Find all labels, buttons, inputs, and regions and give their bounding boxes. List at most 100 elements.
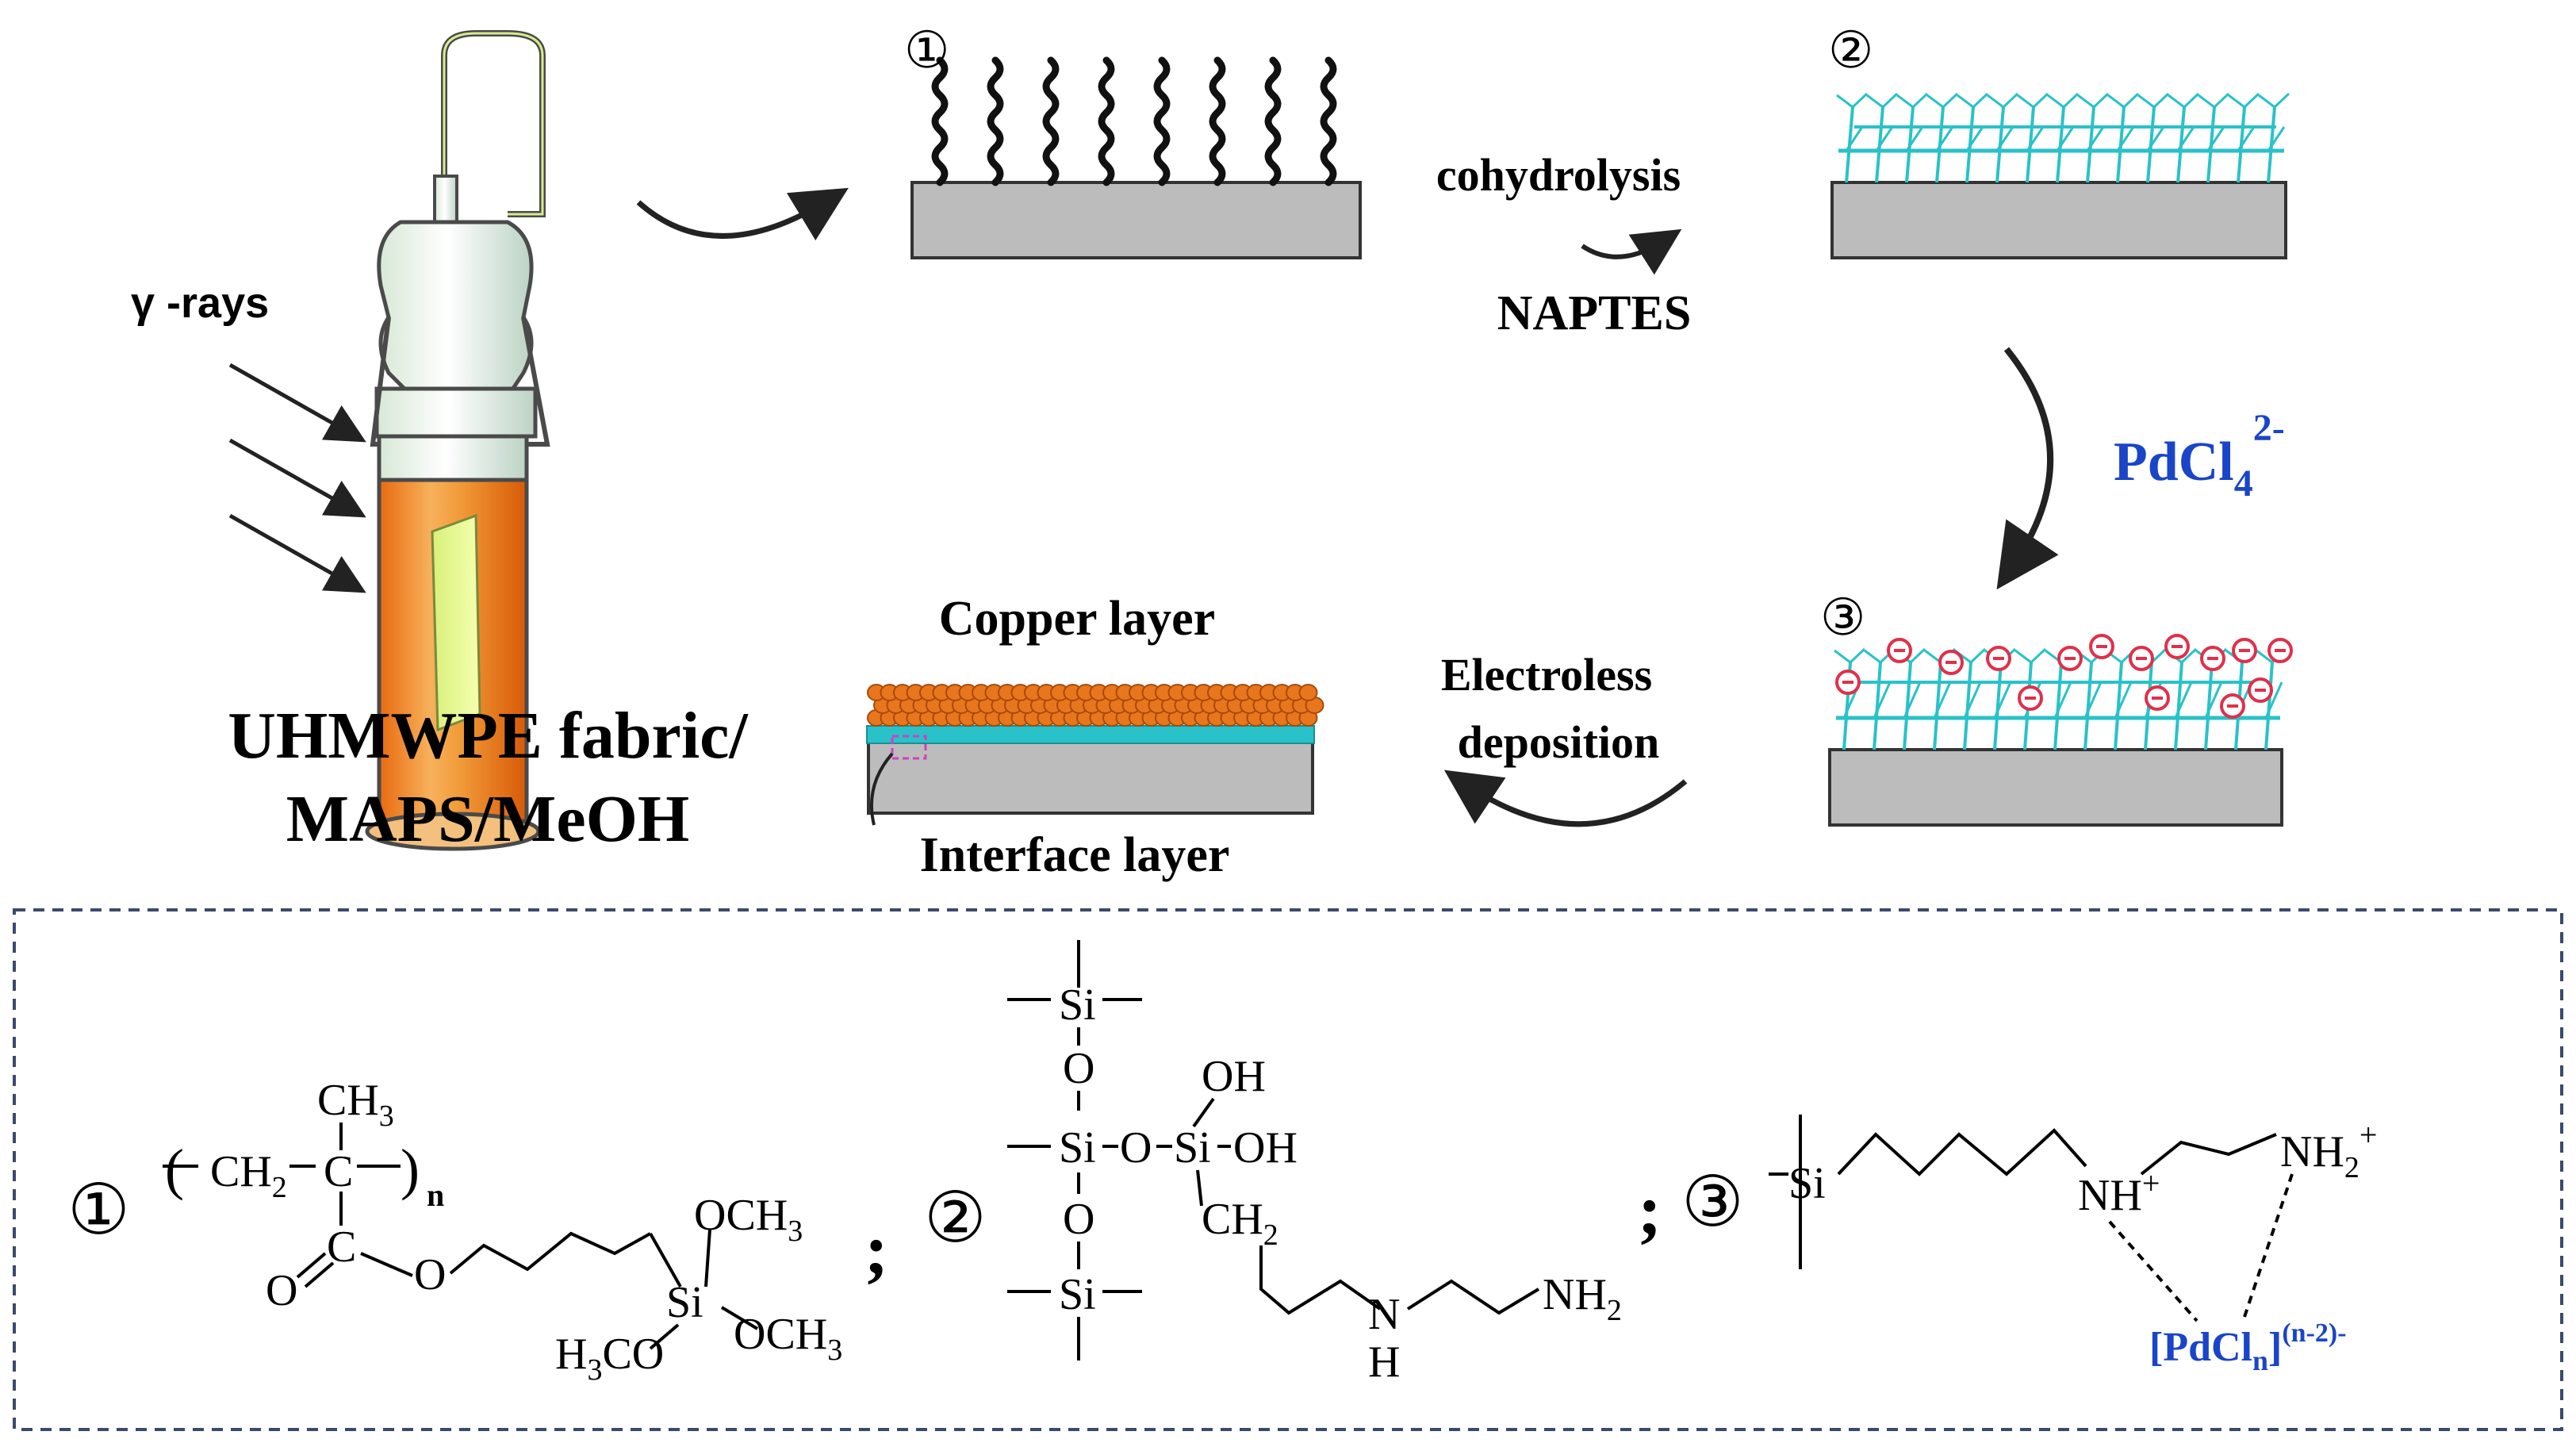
s2-si-bottom: Si xyxy=(1059,1270,1096,1319)
structures-panel xyxy=(13,908,2563,1431)
step-3-pd-loaded-surface xyxy=(1828,634,2293,827)
step-2-marker: ② xyxy=(1828,22,1873,79)
cohydrolysis-label: cohydrolysis xyxy=(1436,149,1681,201)
silane-branch xyxy=(2053,681,2072,719)
silane-branch xyxy=(2032,92,2049,109)
s1-ch3-top: CH3 xyxy=(317,1076,394,1133)
silane-branch xyxy=(2014,649,2032,664)
ampoule-neck xyxy=(433,175,458,225)
s2-oh-top: OH xyxy=(1202,1052,1266,1101)
silane-branch xyxy=(2017,94,2034,109)
s2-oh-right: OH xyxy=(1233,1123,1298,1172)
step-1-substrate xyxy=(910,181,1362,259)
s1-chain-close: ) xyxy=(401,1138,420,1201)
silane-branch xyxy=(2002,92,2019,109)
gamma-rays-label: γ -rays xyxy=(131,279,269,327)
s3-nh2: NH2+ xyxy=(2280,1117,2377,1184)
structure-1-label: ① xyxy=(67,1172,130,1249)
silane-branch xyxy=(2267,126,2286,152)
silane-branch xyxy=(2243,92,2260,109)
silane-branch xyxy=(2053,662,2063,750)
silane-branch xyxy=(2228,94,2245,109)
s1-chain-open: ( xyxy=(165,1138,184,1201)
silane-branch xyxy=(2174,662,2183,750)
fabric-label-line1: UHMWPE fabric/ xyxy=(228,699,749,773)
s1-o-ester: O xyxy=(414,1250,446,1299)
s1-o-double: O xyxy=(266,1266,297,1315)
s2-nh2: NH2 xyxy=(1543,1270,1622,1327)
silane-branch xyxy=(2047,94,2064,109)
s2-o-2: O xyxy=(1063,1195,1094,1244)
interface-pointer xyxy=(869,752,894,826)
silane-branch xyxy=(2213,92,2230,109)
silane-branch xyxy=(1963,681,1982,719)
silane-branch xyxy=(2168,94,2185,109)
silane-branch xyxy=(2273,92,2290,109)
copper-particle xyxy=(1298,684,1318,701)
grafted-chain xyxy=(1042,56,1060,186)
electroless-arrow xyxy=(1443,769,1688,827)
silane-branch xyxy=(1972,92,1989,109)
structure-1-poly-maps: ① CH3 ( CH2 C ) n C O O Si OCH3 OCH3 H3C… xyxy=(67,1076,842,1387)
silane-branch xyxy=(2237,126,2256,152)
silane-branch xyxy=(2062,92,2080,109)
separator-2: ; xyxy=(1638,1171,1662,1249)
fabric-label-line2: MAPS/MeOH xyxy=(286,782,690,856)
silane-branch xyxy=(2264,681,2283,719)
silane-branch xyxy=(1873,681,1892,719)
grafted-chain xyxy=(931,56,949,186)
silane-branch xyxy=(2114,681,2133,719)
pdcl4-arrow xyxy=(1996,347,2059,590)
interface-highlight-box xyxy=(891,735,927,760)
silane-branch xyxy=(1834,649,1851,664)
silane-branch xyxy=(1935,126,1954,152)
silane-branch xyxy=(1942,92,1959,109)
grafted-chain xyxy=(1320,56,1337,186)
silane-branch xyxy=(2204,662,2214,750)
s2-si-top: Si xyxy=(1059,981,1096,1030)
step-3-marker: ③ xyxy=(1820,589,1865,646)
silane-branch xyxy=(1993,681,2012,719)
silane-branch xyxy=(2198,94,2215,109)
silane-branch xyxy=(2122,92,2140,109)
step-3-substrate xyxy=(1828,748,2283,827)
s2-o-1: O xyxy=(1063,1044,1094,1093)
silane-branch xyxy=(1993,662,2003,750)
silane-branch xyxy=(2150,647,2168,664)
silane-branch xyxy=(1957,94,1974,109)
fabric-strip xyxy=(431,513,481,732)
silane-branch xyxy=(2176,126,2195,152)
silane-branch xyxy=(2083,662,2093,750)
s3-nh: NH+ xyxy=(2078,1165,2160,1220)
silane-branch xyxy=(1836,94,1853,109)
s2-ch2: CH2 xyxy=(1202,1195,1278,1252)
electroless-label-line1: Electroless xyxy=(1441,649,1652,700)
step-2-silane-surface xyxy=(1830,92,2290,259)
structure-2-label: ② xyxy=(924,1180,987,1257)
s2-n: N xyxy=(1368,1290,1400,1339)
silane-branch xyxy=(1849,647,1866,664)
ampoule-loop xyxy=(441,30,546,217)
silane-branch xyxy=(1903,681,1922,719)
s1-och3-right: OCH3 xyxy=(734,1310,842,1367)
grafted-chain xyxy=(987,56,1004,186)
s1-och3-top: OCH3 xyxy=(694,1191,803,1248)
s2-si-mid: Si xyxy=(1059,1123,1096,1172)
silane-branch xyxy=(1909,647,1926,664)
silane-branch xyxy=(1903,662,1912,750)
tube-base xyxy=(365,812,541,851)
silane-branch xyxy=(2056,126,2075,152)
silane-branch xyxy=(2077,94,2095,109)
silane-branch xyxy=(2264,662,2274,750)
interface-layer-label: Interface layer xyxy=(920,828,1230,882)
s3-si: Si xyxy=(1788,1159,1826,1208)
silane-branch xyxy=(1969,647,1987,664)
silane-branch xyxy=(1995,126,2014,152)
silane-branch xyxy=(1911,92,1929,109)
irradiation-ampoule-icon xyxy=(365,30,550,851)
silane-branch xyxy=(1933,662,1942,750)
step-1-grafted-surface xyxy=(910,56,1362,259)
grafted-chains xyxy=(931,56,1337,186)
s3-pd: [PdCln](n-2)- xyxy=(2149,1318,2347,1376)
